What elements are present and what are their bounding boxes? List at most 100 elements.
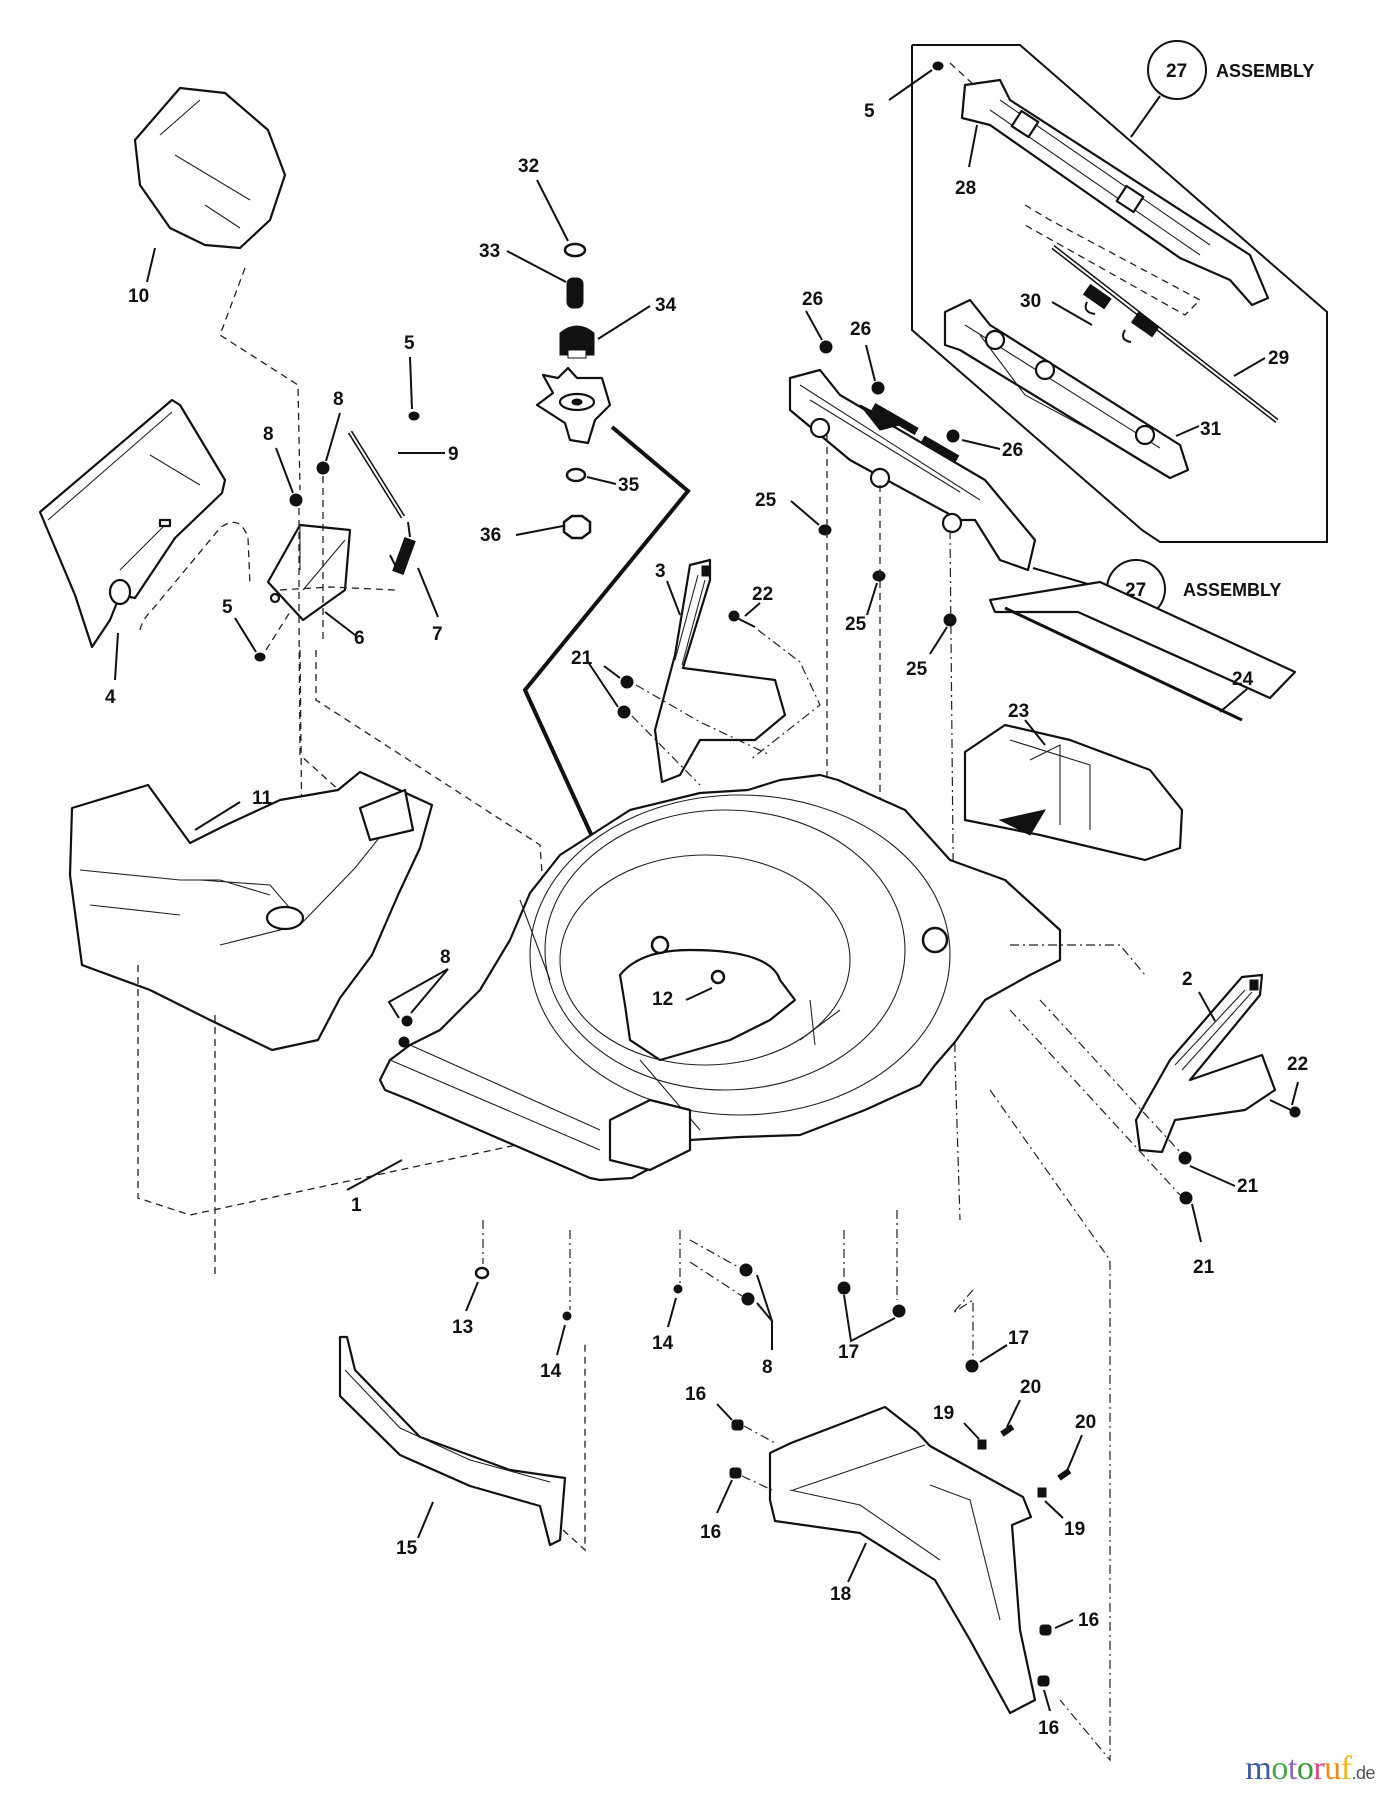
part-14-screw-a[interactable]	[562, 1311, 572, 1321]
part-3-height-adjuster[interactable]	[653, 558, 787, 784]
part-21-screws-right[interactable]	[1178, 1151, 1193, 1205]
part-18-discharge-chute[interactable]	[768, 1405, 1037, 1715]
callout-33[interactable]: 33	[479, 241, 500, 262]
part-5-top-cap[interactable]	[932, 61, 944, 71]
callout-19a[interactable]: 19	[933, 1403, 954, 1424]
callout-8a[interactable]: 8	[263, 424, 274, 445]
part-23-rear-guard[interactable]	[963, 723, 1184, 862]
callout-5b[interactable]: 5	[404, 333, 415, 354]
part-31-handle-bracket[interactable]	[943, 298, 1190, 480]
part-2-height-adjuster[interactable]	[1134, 973, 1277, 1154]
callout-26b[interactable]: 26	[850, 319, 871, 340]
callout-36[interactable]: 36	[480, 525, 501, 546]
part-8-screws-deck-left[interactable]	[398, 1015, 413, 1048]
part-8-screws-deck-right[interactable]	[739, 1263, 755, 1306]
callout-32[interactable]: 32	[518, 156, 539, 177]
callout-18[interactable]: 18	[830, 1584, 851, 1605]
callout-8c[interactable]: 8	[440, 947, 451, 968]
callout-6[interactable]: 6	[354, 628, 365, 649]
part-34-adapter[interactable]	[559, 325, 595, 359]
part-22-bolt-right[interactable]	[1269, 1099, 1301, 1118]
part-7-spring[interactable]	[389, 521, 416, 575]
callout-29[interactable]: 29	[1268, 348, 1289, 369]
callout-20b[interactable]: 20	[1075, 1412, 1096, 1433]
part-25-washers[interactable]	[818, 524, 957, 627]
callout-25a[interactable]: 25	[755, 490, 777, 511]
callout-30[interactable]: 30	[1020, 291, 1041, 312]
part-16-clips[interactable]	[729, 1419, 1052, 1687]
part-4-rear-flap[interactable]	[38, 398, 227, 649]
callout-16c[interactable]: 16	[1078, 1610, 1099, 1631]
part-9-pin[interactable]	[347, 430, 406, 519]
part-13-washer[interactable]	[474, 1266, 490, 1280]
callout-24[interactable]: 24	[1232, 669, 1254, 690]
callout-20a[interactable]: 20	[1020, 1377, 1041, 1398]
callout-25c[interactable]: 25	[906, 659, 928, 680]
callout-19b[interactable]: 19	[1064, 1519, 1085, 1540]
callout-26c[interactable]: 26	[1002, 440, 1023, 461]
part-24-panel[interactable]	[988, 580, 1297, 722]
callout-34[interactable]: 34	[655, 295, 677, 316]
callout-8b[interactable]: 8	[333, 389, 344, 410]
callout-14a[interactable]: 14	[540, 1361, 562, 1382]
part-11-front-cover[interactable]	[68, 770, 434, 1052]
callout-5c[interactable]: 5	[222, 597, 233, 618]
logo-tld: .de	[1351, 1763, 1375, 1783]
part-12-plug[interactable]	[710, 969, 726, 985]
part-6-bracket[interactable]	[266, 523, 352, 622]
part-26-nuts[interactable]	[819, 340, 960, 443]
callout-10[interactable]: 10	[128, 286, 149, 307]
callout-28[interactable]: 28	[955, 178, 976, 199]
part-36-nut[interactable]	[562, 514, 592, 540]
callout-13[interactable]: 13	[452, 1317, 473, 1338]
callout-9[interactable]: 9	[448, 444, 459, 465]
callout-11[interactable]: 11	[252, 788, 273, 809]
part-20-bolts[interactable]	[1000, 1424, 1072, 1481]
callout-17b[interactable]: 17	[1008, 1328, 1029, 1349]
callout-31[interactable]: 31	[1200, 419, 1222, 440]
callout-27-top[interactable]: 27	[1166, 61, 1187, 82]
part-33-bolt[interactable]	[566, 277, 584, 309]
callout-21a[interactable]: 21	[571, 648, 593, 669]
callout-12[interactable]: 12	[652, 989, 673, 1010]
callout-14b[interactable]: 14	[652, 1333, 674, 1354]
callout-26a[interactable]: 26	[802, 289, 823, 310]
callout-21c[interactable]: 21	[1193, 1257, 1215, 1278]
callout-5[interactable]: 5	[864, 101, 875, 122]
callout-16a[interactable]: 16	[685, 1384, 706, 1405]
part-5-nut-left-lower[interactable]	[254, 652, 266, 662]
callout-7[interactable]: 7	[432, 624, 443, 645]
part-28-handle-bar[interactable]	[949, 62, 1270, 316]
part-10-rear-cover[interactable]	[133, 86, 287, 250]
part-30-springs[interactable]	[1082, 283, 1160, 343]
callout-35[interactable]: 35	[618, 475, 640, 496]
part-17-screws[interactable]	[837, 1281, 979, 1373]
callout-3[interactable]: 3	[655, 561, 666, 582]
part-15-deflector-bar[interactable]	[338, 1335, 567, 1547]
part-8-screw-b[interactable]	[316, 461, 330, 475]
callout-15[interactable]: 15	[396, 1538, 418, 1559]
part-29-rod[interactable]	[1051, 245, 1279, 423]
callout-8d[interactable]: 8	[762, 1357, 773, 1378]
part-35-washer[interactable]	[565, 467, 587, 483]
blade-hub[interactable]	[535, 366, 612, 445]
callout-21b[interactable]: 21	[1237, 1176, 1259, 1197]
callout-25b[interactable]: 25	[845, 614, 867, 635]
callout-1[interactable]: 1	[351, 1195, 362, 1216]
part-27-handle-assembly[interactable]	[788, 368, 1037, 572]
part-19-nuts[interactable]	[977, 1439, 1047, 1498]
part-5-nut-left-upper[interactable]	[408, 411, 420, 421]
part-32-washer[interactable]	[563, 242, 587, 258]
callout-16b[interactable]: 16	[700, 1522, 721, 1543]
callout-16d[interactable]: 16	[1038, 1718, 1059, 1739]
callout-22a[interactable]: 22	[752, 584, 773, 605]
callout-23[interactable]: 23	[1008, 701, 1029, 722]
callout-17a[interactable]: 17	[838, 1342, 859, 1363]
part-21-screws-left[interactable]	[617, 675, 634, 719]
part-14-screw-b[interactable]	[673, 1284, 683, 1294]
callout-4[interactable]: 4	[105, 687, 116, 708]
callout-2[interactable]: 2	[1182, 969, 1193, 990]
part-8-screw-a[interactable]	[289, 493, 303, 507]
part-22-bolt-left[interactable]	[728, 610, 756, 628]
callout-22b[interactable]: 22	[1287, 1054, 1308, 1075]
